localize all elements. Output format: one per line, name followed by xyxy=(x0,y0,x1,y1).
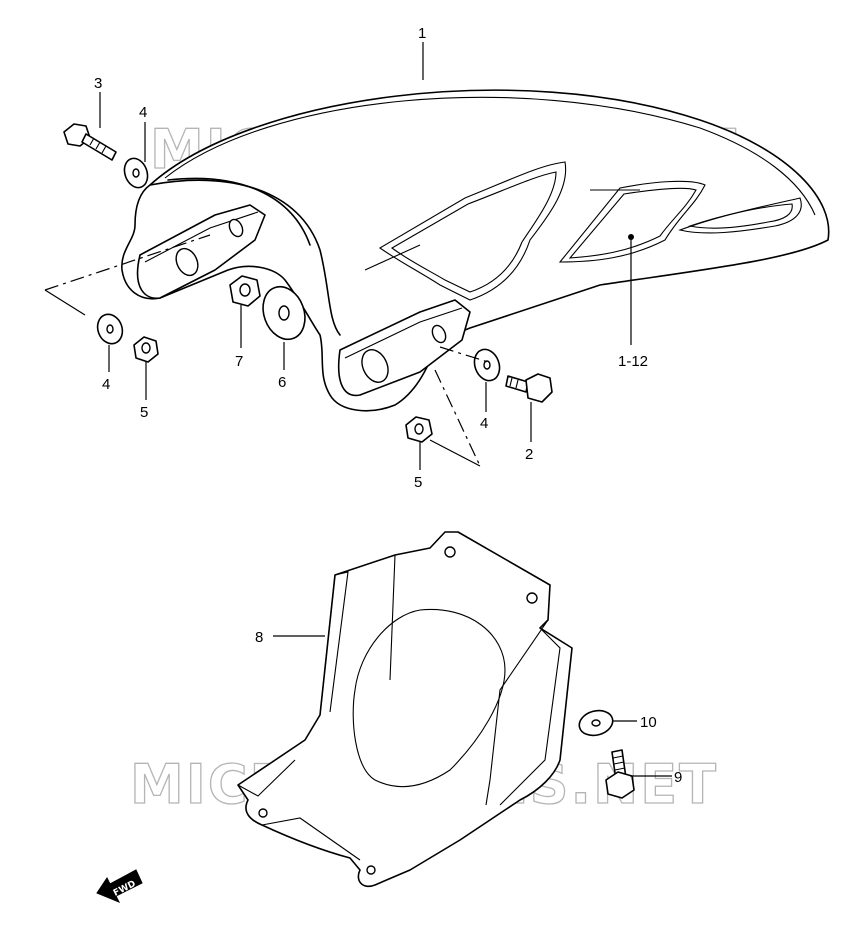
callout-4-right: 4 xyxy=(480,415,488,432)
bolt-part-2 xyxy=(505,373,553,403)
callout-6: 6 xyxy=(278,374,286,391)
nut-part-5b xyxy=(405,416,433,443)
callout-9: 9 xyxy=(674,769,682,786)
callout-4-top: 4 xyxy=(139,104,147,121)
washer-part-10 xyxy=(578,709,614,737)
bolt-part-3 xyxy=(63,123,117,161)
callout-4-left: 4 xyxy=(102,376,110,393)
callout-5-bottom: 5 xyxy=(414,474,422,491)
callout-dot-1-12 xyxy=(628,234,634,240)
washer-part-6 xyxy=(262,285,306,341)
callout-1-12: 1-12 xyxy=(618,353,648,370)
callout-5-left: 5 xyxy=(140,404,148,421)
washer-part-4c xyxy=(473,348,501,382)
fender-part xyxy=(121,89,830,412)
callout-10: 10 xyxy=(640,714,657,731)
nut-part-5a xyxy=(133,336,159,363)
callout-7: 7 xyxy=(235,353,243,370)
assembly-lines xyxy=(44,234,489,467)
washer-part-4b xyxy=(96,313,124,345)
washer-part-4a xyxy=(123,157,149,189)
guard-part-8 xyxy=(237,531,573,888)
callout-leaders xyxy=(99,42,672,777)
callout-3: 3 xyxy=(94,75,102,92)
callout-2: 2 xyxy=(525,446,533,463)
nut-part-7 xyxy=(229,275,261,307)
callout-8: 8 xyxy=(255,629,263,646)
fwd-arrow-icon: FWD xyxy=(96,869,143,903)
bolt-part-9 xyxy=(605,749,635,799)
callout-1: 1 xyxy=(418,25,426,42)
